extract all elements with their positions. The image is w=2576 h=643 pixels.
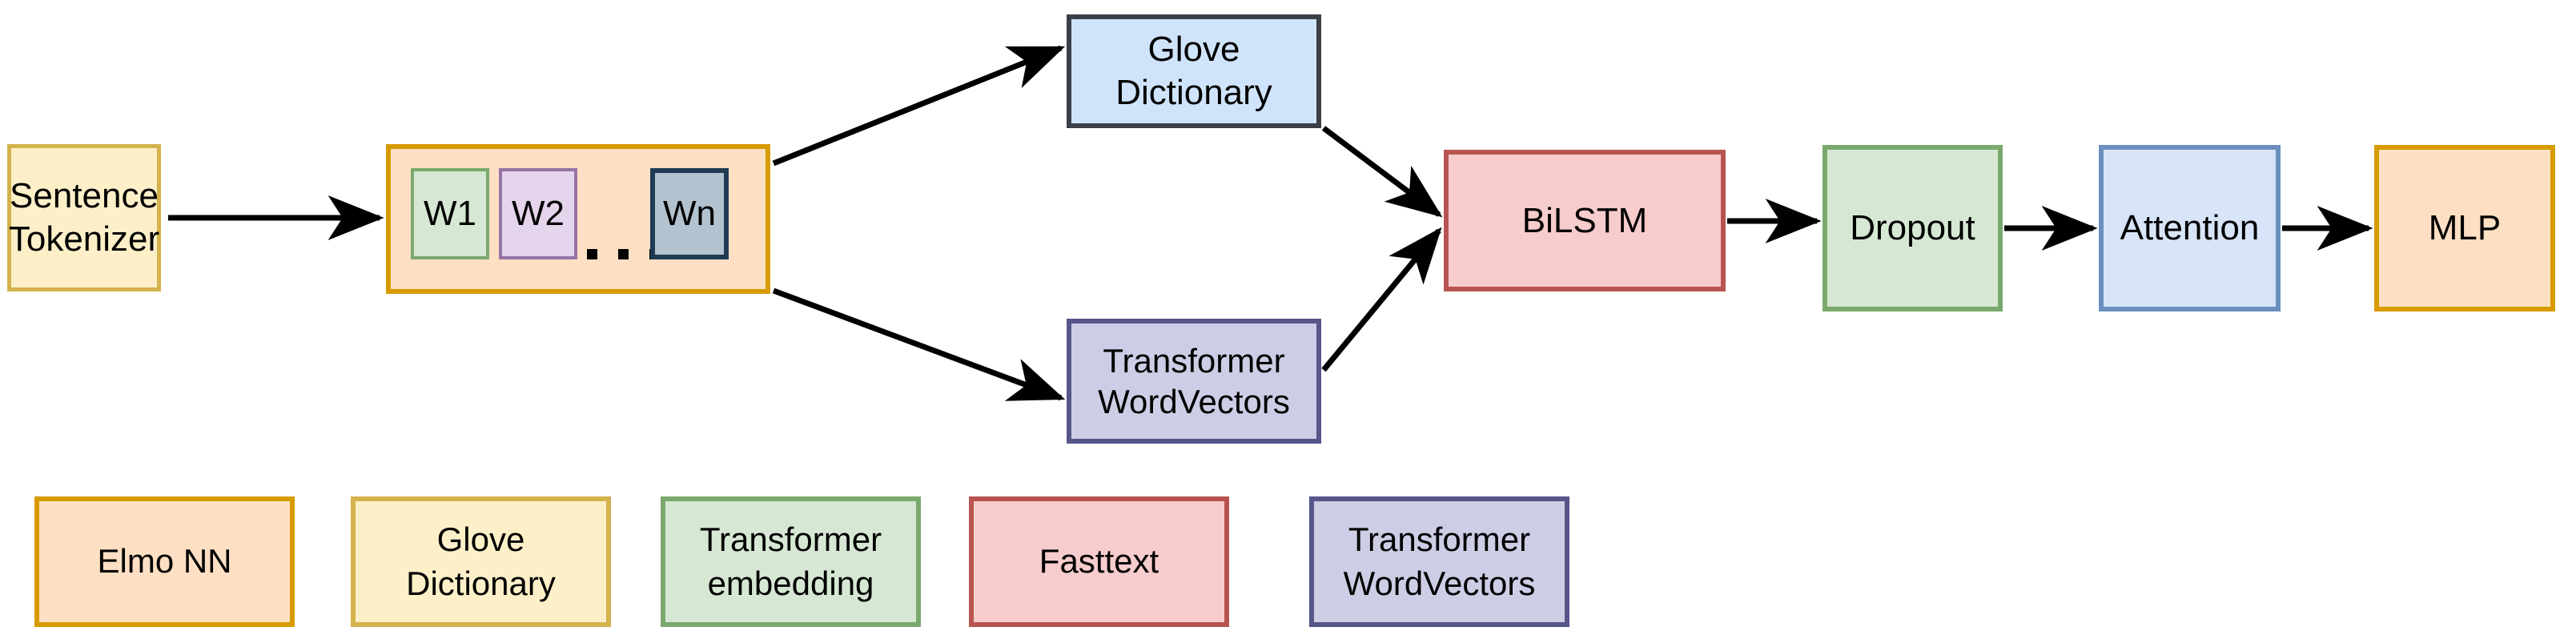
edge-glove-to-bilstm — [1321, 126, 1443, 218]
node-attention[interactable]: Attention — [2099, 145, 2281, 311]
edge-tokens-to-transformer — [772, 287, 1066, 401]
legend-item-transformer-wordvectors[interactable]: Transformer WordVectors — [1309, 496, 1569, 627]
token-chip-w2[interactable]: W2 — [499, 168, 577, 259]
node-dropout[interactable]: Dropout — [1822, 145, 2003, 311]
legend-item-transformer-embedding[interactable]: Transformer embedding — [661, 496, 921, 627]
edge-tokens-to-glove — [772, 45, 1066, 167]
node-mlp[interactable]: MLP — [2374, 145, 2555, 311]
node-bilstm[interactable]: BiLSTM — [1444, 150, 1726, 291]
node-transformer-wordvectors[interactable]: Transformer WordVectors — [1067, 319, 1321, 444]
token-chip-w1[interactable]: W1 — [411, 168, 489, 259]
legend-item-glove-dictionary[interactable]: Glove Dictionary — [351, 496, 611, 627]
legend-item-fasttext[interactable]: Fasttext — [969, 496, 1229, 627]
legend-item-elmo-nn[interactable]: Elmo NN — [34, 496, 295, 627]
token-chip-wn[interactable]: Wn — [650, 168, 729, 259]
node-sentence-tokenizer[interactable]: Sentence Tokenizer — [7, 144, 161, 291]
edge-transformer-to-bilstm — [1321, 227, 1442, 372]
node-glove-dictionary[interactable]: Glove Dictionary — [1067, 14, 1321, 128]
